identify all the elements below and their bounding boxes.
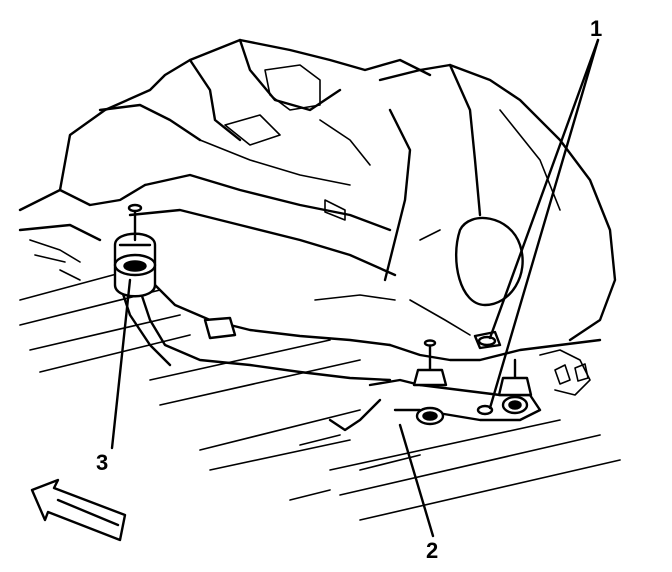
mount-1-bushings [476, 335, 533, 416]
body-structure [18, 38, 432, 281]
callout-label-2: 2 [426, 538, 439, 563]
callout-label-1: 1 [590, 16, 603, 41]
callout-label-3: 3 [96, 450, 109, 475]
mount-3-bushing [113, 203, 157, 298]
leader-lines [110, 38, 600, 538]
mount-2-bushing [412, 339, 448, 426]
spare-tire-well [314, 63, 617, 350]
underbody-floor-lines [19, 264, 621, 521]
front-direction-arrow-icon [30, 478, 127, 542]
rear-subframe [118, 278, 602, 432]
